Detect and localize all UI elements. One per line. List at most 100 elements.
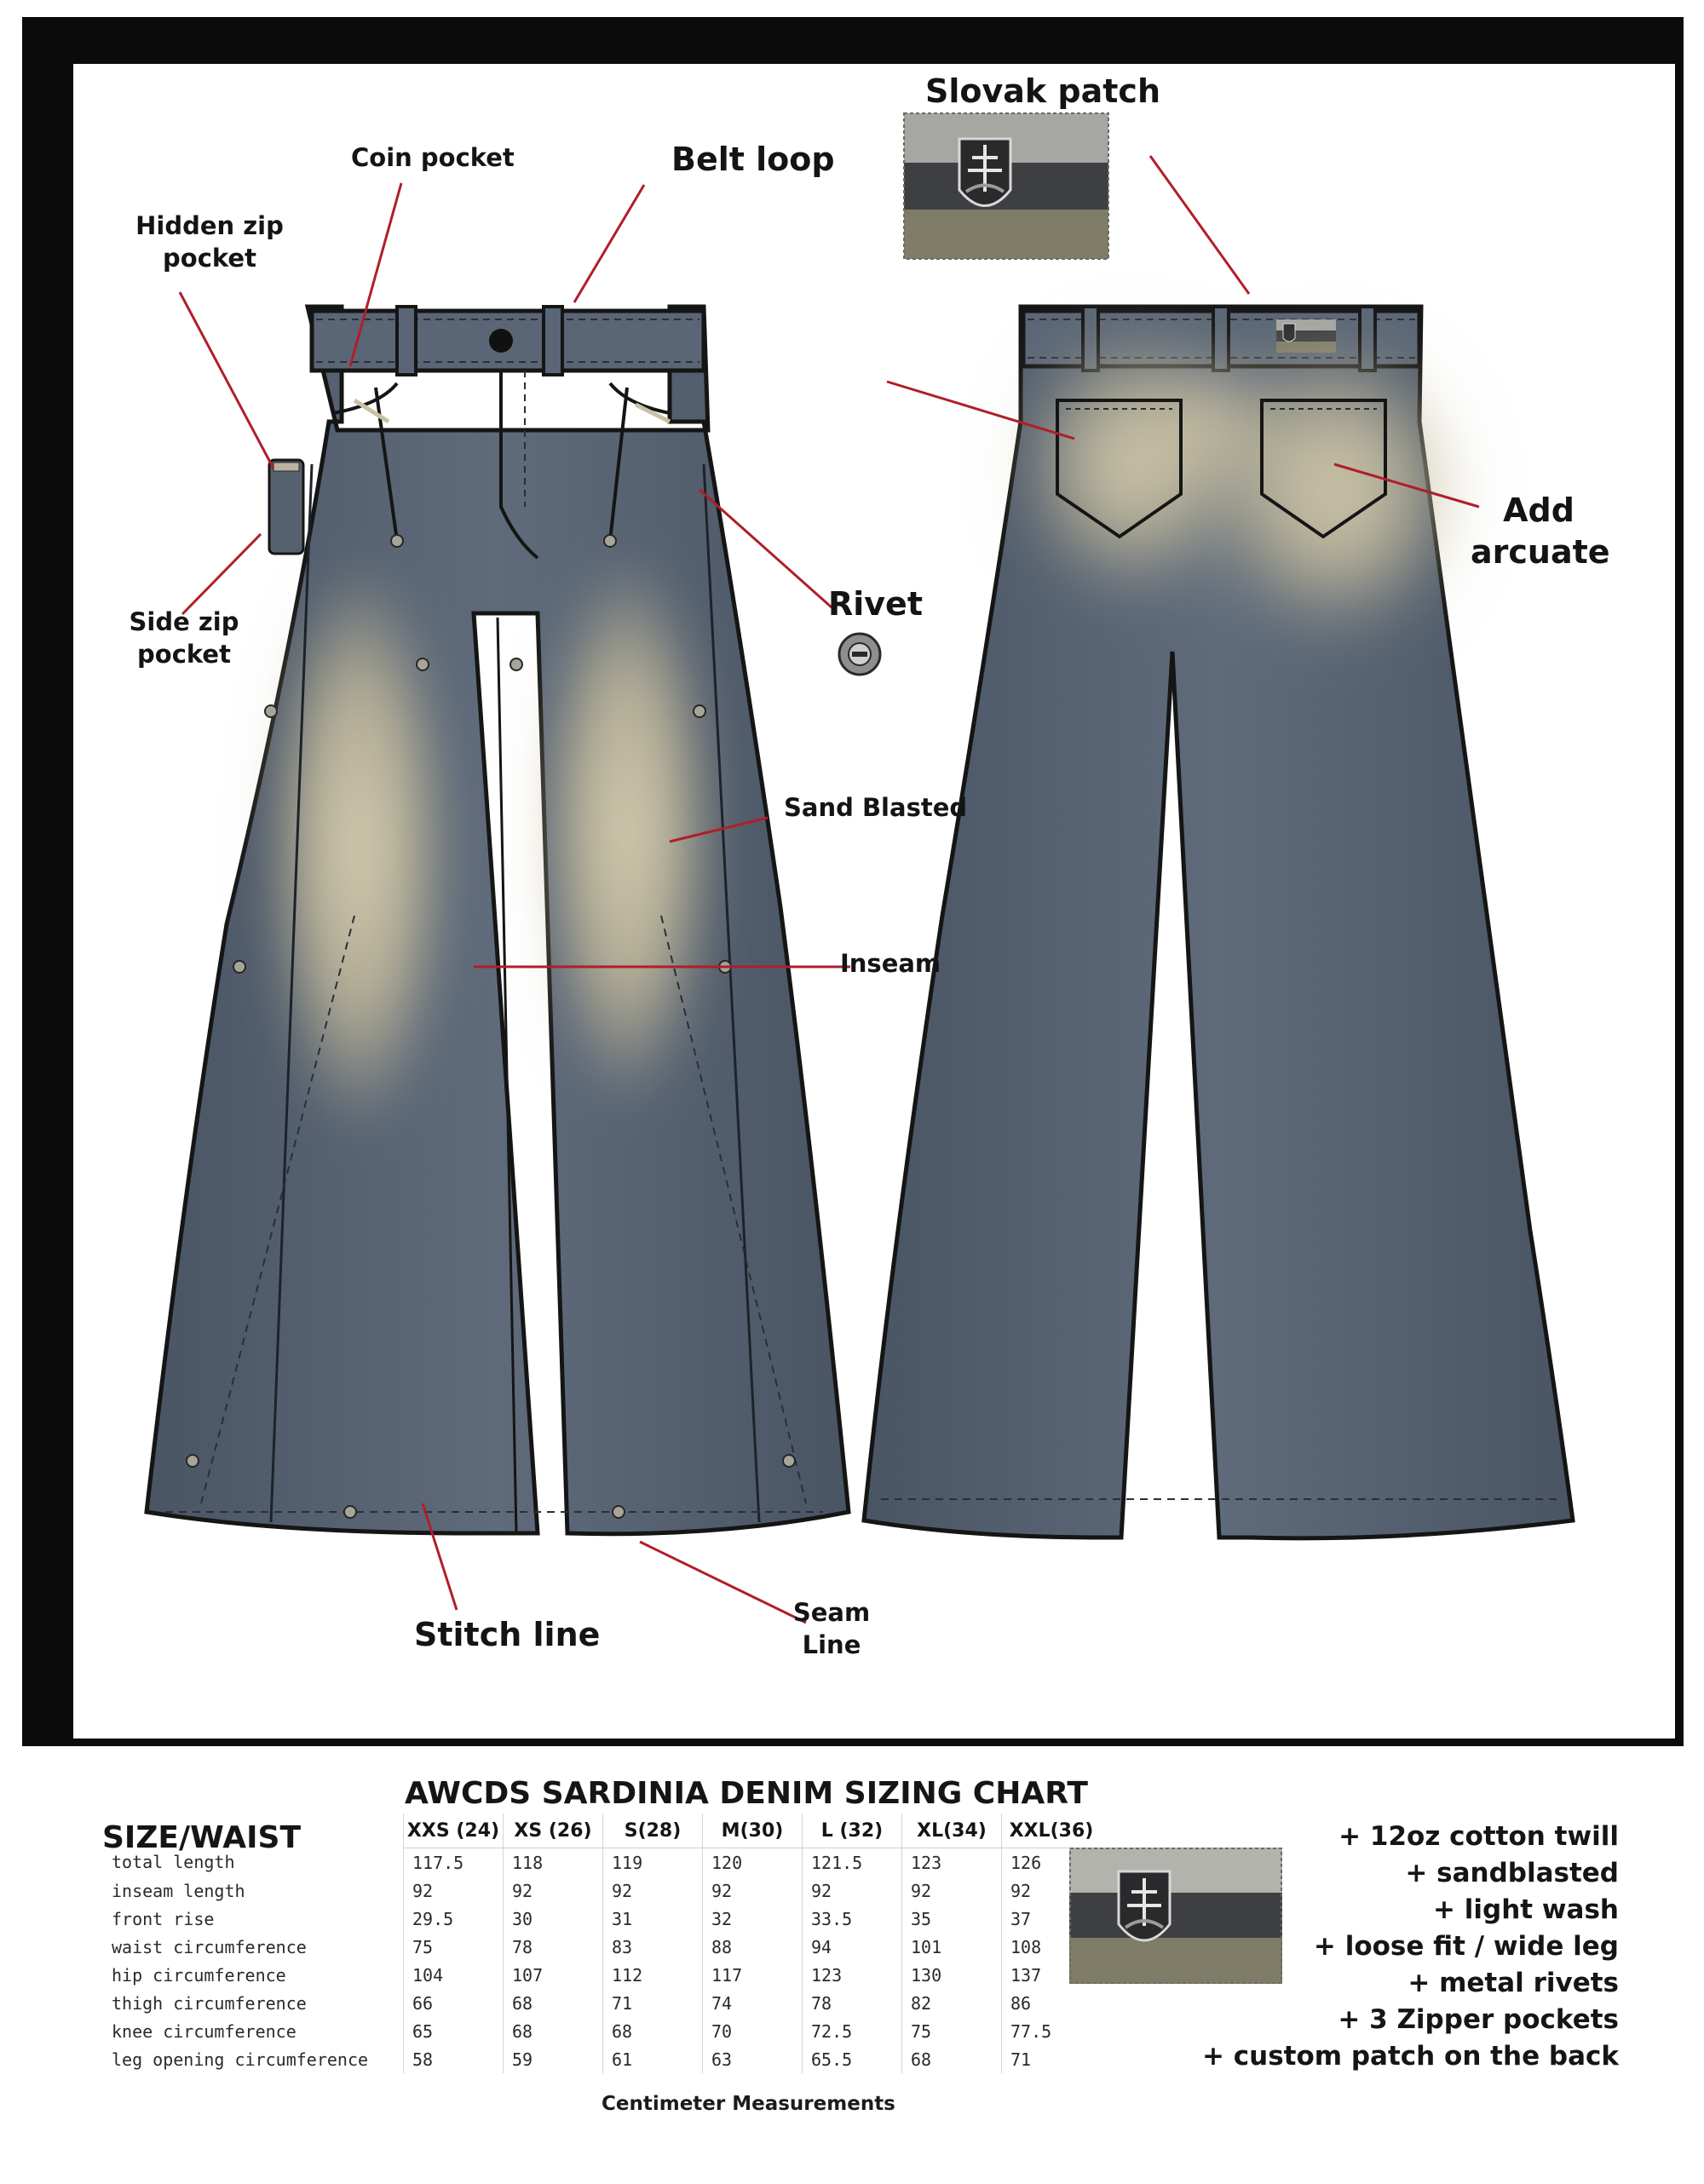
table-cell: 75 <box>901 2017 1002 2045</box>
sizing-chart-title: AWCDS SARDINIA DENIM SIZING CHART <box>405 1776 1088 1811</box>
col-header-s: S(28) <box>602 1813 703 1848</box>
label-seam-line: Seam Line <box>792 1598 871 1659</box>
table-cell: 118 <box>503 1848 603 1877</box>
table-cell: 71 <box>602 1989 703 2017</box>
table-cell: 121.5 <box>802 1848 902 1877</box>
row-label: waist circumference <box>112 1936 307 1957</box>
table-cell: 94 <box>802 1933 902 1961</box>
table-cell: 77.5 <box>1001 2017 1101 2045</box>
measurement-caption: Centimeter Measurements <box>602 2093 895 2115</box>
back-pocket-left <box>1056 399 1183 539</box>
table-cell: 72.5 <box>802 2017 902 2045</box>
feature-list: + 12oz cotton twill + sandblasted + ligh… <box>1202 1819 1619 2075</box>
label-slovak-patch: Slovak patch <box>925 72 1161 110</box>
back-patch-mini <box>1276 319 1336 353</box>
table-cell: 101 <box>901 1933 1002 1961</box>
label-hidden-zip-pocket: Hidden zip pocket <box>135 211 284 273</box>
tech-pack-frame: Coin pocket Belt loop Hidden zip pocket … <box>22 17 1684 1746</box>
label-add-arcuate: Add arcuate <box>1471 491 1610 572</box>
table-cell: 33.5 <box>802 1905 902 1933</box>
front-view-jeans <box>144 304 851 1537</box>
row-label: inseam length <box>112 1880 245 1901</box>
size-waist-heading: SIZE/WAIST <box>102 1820 301 1855</box>
table-cell: 83 <box>602 1933 703 1961</box>
table-cell: 104 <box>403 1961 504 1989</box>
table-cell: 82 <box>901 1989 1002 2017</box>
table-cell: 92 <box>403 1877 504 1905</box>
row-label: hip circumference <box>112 1964 286 1986</box>
sizing-section: AWCDS SARDINIA DENIM SIZING CHART SIZE/W… <box>0 1767 1704 2184</box>
label-belt-loop: Belt loop <box>671 141 835 178</box>
feature-item: + sandblasted <box>1405 1858 1619 1888</box>
table-cell: 117.5 <box>403 1848 504 1877</box>
row-label: thigh circumference <box>112 1992 307 2014</box>
col-header-xs: XS (26) <box>503 1813 603 1848</box>
table-cell: 66 <box>403 1989 504 2017</box>
table-cell: 35 <box>901 1905 1002 1933</box>
table-cell: 107 <box>503 1961 603 1989</box>
fly-stitch <box>499 371 539 560</box>
table-cell: 92 <box>602 1877 703 1905</box>
table-cell: 63 <box>702 2045 803 2073</box>
col-header-xxl: XXL(36) <box>1001 1813 1101 1848</box>
label-coin-pocket: Coin pocket <box>351 143 515 172</box>
label-sand-blasted: Sand Blasted <box>784 793 968 822</box>
feature-item: + metal rivets <box>1408 1968 1619 1998</box>
table-cell: 119 <box>602 1848 703 1877</box>
back-view-jeans <box>861 304 1575 1541</box>
table-cell: 75 <box>403 1933 504 1961</box>
label-side-zip-pocket: Side zip pocket <box>129 607 239 669</box>
waist-button <box>489 329 513 353</box>
sizing-table-header: XXS (24) XS (26) S(28) M(30) L (32) XL(3… <box>106 1813 1101 1848</box>
front-rivets <box>186 534 796 1519</box>
feature-item: + loose fit / wide leg <box>1313 1931 1619 1962</box>
table-cell: 59 <box>503 2045 603 2073</box>
back-pocket-right <box>1260 399 1387 539</box>
belt-loop-left <box>395 305 417 376</box>
table-cell: 71 <box>1001 2045 1101 2073</box>
table-cell: 30 <box>503 1905 603 1933</box>
table-cell: 92 <box>503 1877 603 1905</box>
slovak-patch-image <box>903 112 1109 260</box>
feature-item: + 12oz cotton twill <box>1338 1821 1619 1852</box>
row-label: total length <box>112 1852 235 1873</box>
label-inseam: Inseam <box>840 949 941 978</box>
col-header-l: L (32) <box>802 1813 902 1848</box>
rivet-icon <box>838 632 882 676</box>
table-cell: 120 <box>702 1848 803 1877</box>
table-cell: 112 <box>602 1961 703 1989</box>
table-cell: 58 <box>403 2045 504 2073</box>
table-cell: 123 <box>802 1961 902 1989</box>
table-cell: 70 <box>702 2017 803 2045</box>
header-spacer <box>106 1813 404 1848</box>
jeans-sketch <box>144 112 1575 1624</box>
feature-item: + custom patch on the back <box>1201 2041 1619 2072</box>
row-label: leg opening circumference <box>112 2049 369 2070</box>
sketch-canvas: Coin pocket Belt loop Hidden zip pocket … <box>73 64 1675 1739</box>
table-cell: 92 <box>702 1877 803 1905</box>
table-cell: 68 <box>503 2017 603 2045</box>
slovak-patch-swatch <box>1069 1848 1282 1984</box>
table-cell: 65 <box>403 2017 504 2045</box>
feature-item: + 3 Zipper pockets <box>1338 2004 1619 2035</box>
side-zip-pocket-shape <box>268 458 305 555</box>
table-cell: 74 <box>702 1989 803 2017</box>
feature-item: + light wash <box>1433 1894 1619 1925</box>
table-cell: 92 <box>901 1877 1002 1905</box>
col-header-xl: XL(34) <box>901 1813 1002 1848</box>
row-label: knee circumference <box>112 2020 296 2042</box>
table-cell: 86 <box>1001 1989 1101 2017</box>
belt-loop-right <box>542 305 564 376</box>
table-cell: 78 <box>802 1989 902 2017</box>
table-cell: 78 <box>503 1933 603 1961</box>
front-sandblast-fade <box>265 549 717 1137</box>
table-cell: 92 <box>802 1877 902 1905</box>
